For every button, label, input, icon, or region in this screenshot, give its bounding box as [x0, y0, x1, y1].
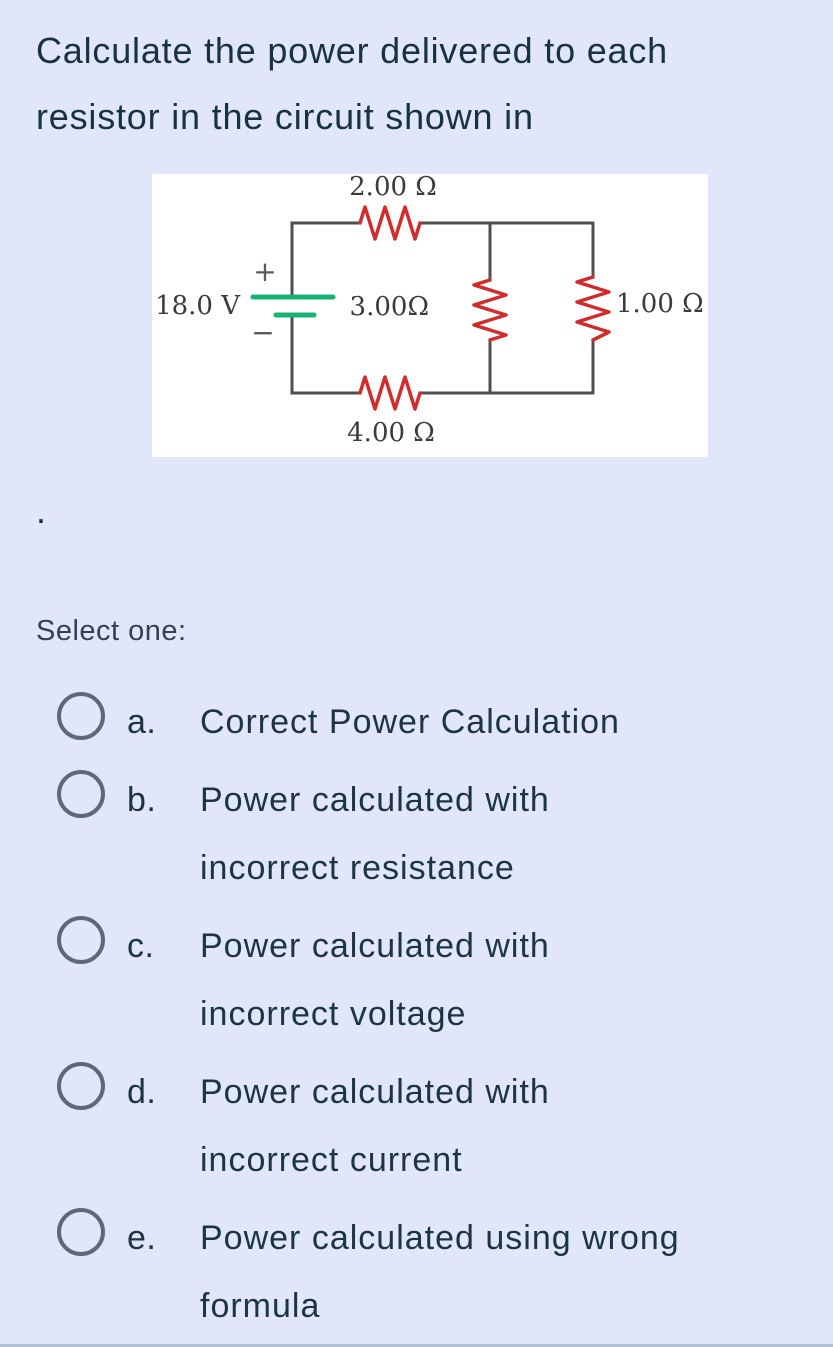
option-label[interactable]: Power calculated with incorrect voltage	[200, 927, 550, 1033]
radio-button[interactable]	[57, 770, 105, 818]
circuit-diagram: + − 2.00 Ω 18.0 V 3.00Ω 1.00 Ω 4.00 Ω	[155, 172, 704, 448]
option-row: c. Power calculated with incorrect volta…	[57, 912, 797, 1048]
select-one-prompt: Select one:	[36, 615, 187, 647]
circuit-figure: + − 2.00 Ω 18.0 V 3.00Ω 1.00 Ω 4.00 Ω	[152, 172, 708, 457]
resistor-right-icon	[575, 275, 611, 342]
bottom-divider	[0, 1344, 833, 1347]
options-list: a. Correct Power Calculation b. Power ca…	[36, 688, 797, 1340]
question-text: Calculate the power delivered to each re…	[36, 30, 668, 137]
option-letter: c.	[127, 927, 155, 965]
label-resistor-right: 1.00 Ω	[616, 289, 704, 319]
battery-plus-sign: +	[253, 255, 276, 288]
battery-minus-sign: −	[251, 316, 274, 349]
option-label[interactable]: Correct Power Calculation	[200, 703, 620, 741]
label-resistor-top: 2.00 Ω	[349, 174, 437, 202]
radio-button[interactable]	[57, 916, 105, 964]
option-row: b. Power calculated with incorrect resis…	[57, 766, 797, 902]
option-letter: a.	[127, 703, 157, 741]
radio-button[interactable]	[57, 1208, 105, 1256]
option-letter: b.	[127, 781, 157, 819]
resistor-bottom-icon	[358, 375, 422, 411]
label-resistor-middle: 3.00Ω	[350, 292, 429, 322]
resistor-top-icon	[358, 205, 422, 241]
option-row: a. Correct Power Calculation	[57, 688, 797, 756]
resistor-middle-icon	[472, 278, 508, 342]
label-voltage-source: 18.0 V	[155, 291, 241, 321]
option-label[interactable]: Power calculated with incorrect current	[200, 1073, 550, 1179]
option-letter: e.	[127, 1219, 157, 1257]
option-row: d. Power calculated with incorrect curre…	[57, 1058, 797, 1194]
trailing-period: .	[36, 490, 47, 531]
option-letter: d.	[127, 1073, 157, 1111]
radio-button[interactable]	[57, 692, 105, 740]
radio-button[interactable]	[57, 1062, 105, 1110]
label-resistor-bottom: 4.00 Ω	[347, 418, 435, 448]
option-row: e. Power calculated using wrong formula	[57, 1204, 797, 1340]
option-label[interactable]: Power calculated with incorrect resistan…	[200, 781, 550, 887]
option-label[interactable]: Power calculated using wrong formula	[200, 1219, 680, 1325]
